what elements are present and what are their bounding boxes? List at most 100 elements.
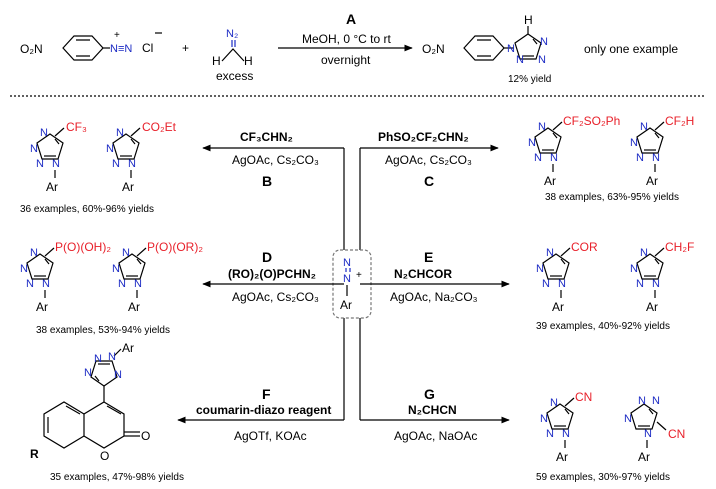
n: N (636, 152, 644, 164)
n: N (534, 152, 542, 164)
n: N (134, 278, 142, 290)
conditions-a1: MeOH, 0 °C to rt (302, 32, 391, 46)
product-c2: CF₂H N N N N Ar (630, 114, 694, 188)
label-f: F (262, 386, 271, 402)
h-left: H (212, 54, 221, 68)
center-plus: + (356, 270, 362, 281)
sub-c2: CF₂H (665, 114, 694, 128)
ar-g2: Ar (638, 450, 650, 464)
ar-g1: Ar (556, 450, 568, 464)
sub-d1: P(O)(OH)₂ (55, 240, 111, 254)
sub-e1: COR (571, 240, 598, 254)
diazomethane-n2: N₂ (226, 28, 238, 40)
label-b: B (262, 173, 272, 189)
conditions-f: AgOTf, KOAc (234, 429, 307, 443)
ar-d2: Ar (128, 300, 140, 314)
conditions-e: AgOAc, Na₂CO₃ (390, 290, 478, 304)
n: N (630, 137, 638, 149)
ar-b2: Ar (122, 180, 134, 194)
label-c: C (424, 173, 434, 189)
summary-c: 38 examples, 63%-95% yields (545, 192, 679, 203)
n: N (540, 413, 548, 425)
n: N (652, 395, 660, 407)
center-n1: N (343, 257, 351, 269)
sub-d2: P(O)(OR)₂ (147, 240, 203, 254)
branch-g: G N₂CHCN AgOAc, NaOAc CN N N N N Ar CN N… (360, 386, 685, 483)
conditions-a2: overnight (321, 53, 371, 67)
n: N (118, 278, 126, 290)
ar-d1: Ar (36, 300, 48, 314)
n: N (30, 143, 38, 155)
branch-e: E N₂CHCOR AgOAc, Na₂CO₃ COR N N N N Ar C… (360, 240, 694, 332)
n: N (558, 278, 566, 290)
reagent-c: PhSO₂CF₂CHN₂ (378, 130, 469, 144)
summary-f: 35 examples, 47%-98% yields (50, 472, 184, 483)
n: N (528, 137, 536, 149)
branch-b: CF₃CHN₂ AgOAc, Cs₂CO₃ B CF₃ N N N N Ar C… (20, 120, 344, 215)
counterion-label: Cl (142, 41, 153, 55)
conditions-c: AgOAc, Cs₂CO₃ (385, 153, 472, 167)
product-g1: CN N N N N Ar (540, 390, 592, 464)
diazonium-charge: + (114, 30, 120, 41)
n: N (546, 428, 554, 440)
n: N (26, 278, 34, 290)
n: N (36, 158, 44, 170)
nitro-label: O₂N (20, 42, 43, 56)
n: N (114, 369, 122, 381)
sub-e2: CH₂F (665, 240, 694, 254)
r-group: R (30, 447, 39, 461)
sub-b2: CO₂Et (142, 120, 177, 134)
center-ar: Ar (340, 298, 352, 312)
n: N (630, 263, 638, 275)
n4: N (516, 54, 524, 66)
n1: N (507, 43, 515, 55)
branch-d: D (RO)₂(O)PCHN₂ AgOAc, Cs₂CO₃ P(O)(OH)₂ … (20, 240, 344, 336)
n: N (40, 127, 48, 139)
sub-b1: CF₃ (66, 120, 87, 134)
branch-c: PhSO₂CF₂CHN₂ AgOAc, Cs₂CO₃ C CF₂SO₂Ph N … (360, 114, 694, 203)
n: N (638, 395, 646, 407)
product-f: Ar N N N N O O R (30, 341, 150, 463)
plus-sign: + (182, 41, 189, 55)
n: N (652, 152, 660, 164)
n: N (538, 121, 546, 133)
product-e2: CH₂F N N N N Ar (630, 240, 694, 314)
n: N (122, 247, 130, 259)
sub-c1: CF₂SO₂Ph (563, 114, 620, 128)
n: N (112, 158, 120, 170)
n: N (30, 247, 38, 259)
top-reaction: O₂N N≡N + Cl + N₂ H H excess A MeOH, 0 °… (20, 11, 678, 85)
summary-e: 39 examples, 40%-92% yields (536, 321, 670, 332)
n: N (542, 278, 550, 290)
product-b2: CO₂Et N N N N Ar (106, 120, 177, 194)
ar-c2: Ar (646, 174, 658, 188)
ar-e2: Ar (646, 300, 658, 314)
n: N (636, 278, 644, 290)
label-d: D (262, 249, 272, 265)
ar-f: Ar (122, 341, 134, 355)
summary-d: 38 examples, 53%-94% yields (36, 325, 170, 336)
conditions-g: AgOAc, NaOAc (394, 429, 477, 443)
n: N (108, 351, 116, 363)
product-e1: COR N N N N Ar (536, 240, 598, 314)
n: N (546, 247, 554, 259)
label-g: G (424, 386, 435, 402)
n: N (20, 263, 28, 275)
ar-e1: Ar (552, 300, 564, 314)
sub-g1: CN (575, 390, 592, 404)
n: N (644, 428, 652, 440)
label-e: E (424, 249, 433, 265)
n: N (550, 152, 558, 164)
n: N (624, 413, 632, 425)
n: N (116, 127, 124, 139)
label-a: A (346, 11, 356, 27)
n: N (536, 263, 544, 275)
center-n2: N (343, 273, 351, 285)
product-c1: CF₂SO₂Ph N N N N Ar (528, 114, 620, 188)
product-b1: CF₃ N N N N Ar (30, 120, 87, 194)
product-tetrazole: O₂N H N N N N 12% yield (422, 13, 551, 85)
branch-f: F coumarin-diazo reagent AgOTf, KOAc Ar … (30, 341, 344, 483)
ar-b1: Ar (46, 180, 58, 194)
n: N (112, 263, 120, 275)
sub-g2: CN (668, 427, 685, 441)
